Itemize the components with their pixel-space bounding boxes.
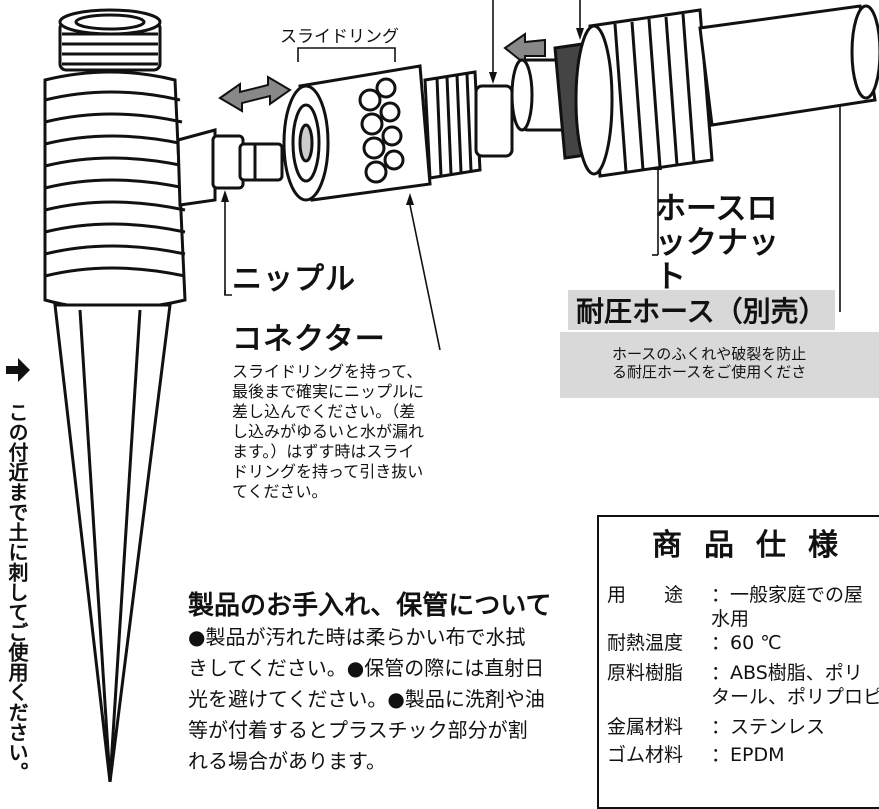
spec-key: 原料樹脂 bbox=[607, 662, 684, 684]
slide-arrow-icon bbox=[218, 75, 292, 113]
care-title: 製品のお手入れ、保管について bbox=[188, 591, 552, 621]
spike-stand bbox=[43, 8, 284, 782]
product-diagram: ! bbox=[6, 0, 879, 782]
warning-line-2: る耐圧ホースをご使用くださ bbox=[612, 363, 807, 381]
spec-row-heat: 耐熱温度：60 ℃ bbox=[607, 628, 782, 655]
slide-ring-label: スライドリング bbox=[280, 27, 399, 47]
spec-row-resin: 原料樹脂：ABS樹脂、ポリ bbox=[607, 658, 863, 685]
spec-key: 耐熱温度 bbox=[607, 632, 684, 654]
spec-cont: タール、ポリプロピ bbox=[711, 686, 879, 708]
nipple-label: ニップル bbox=[232, 262, 356, 297]
spec-row-rubber: ゴム材料：EPDM bbox=[607, 740, 785, 767]
hose-lock-nut-part bbox=[510, 4, 879, 178]
connector-part bbox=[282, 64, 514, 202]
spec-value: 一般家庭での屋 bbox=[730, 584, 864, 606]
spec-value: EPDM bbox=[730, 744, 785, 766]
spec-key: 金属材料 bbox=[607, 716, 684, 738]
spec-value: 60 ℃ bbox=[730, 632, 782, 654]
care-body: ●製品が汚れた時は柔らかい布で水拭 きしてください。●保管の際には直射日 光を避… bbox=[188, 625, 545, 773]
ground-depth-note: この付近まで土に刺してご使用ください。 bbox=[5, 402, 29, 782]
ground-level-arrow-icon bbox=[6, 358, 30, 382]
pressure-hose-label: 耐圧ホース（別売） bbox=[568, 290, 835, 330]
hose-lock-nut-label: ホースロックナット bbox=[655, 191, 779, 295]
spec-value: ABS樹脂、ポリ bbox=[730, 662, 863, 684]
spec-title: 商品仕様 bbox=[652, 528, 860, 563]
connector-label: コネクター bbox=[232, 322, 386, 357]
spec-row-usage: 用 途：一般家庭での屋 bbox=[607, 580, 863, 607]
spec-key: ゴム材料 bbox=[607, 744, 684, 766]
spec-key: 用 途 bbox=[607, 584, 684, 606]
pointer-lines bbox=[224, 0, 841, 351]
warning-line-1: ホースのふくれや破裂を防止 bbox=[612, 345, 807, 363]
connector-instructions: スライドリングを持って、 最後まで確実にニップルに 差し込んでください。（差 し… bbox=[232, 362, 425, 501]
warning-box bbox=[560, 332, 879, 398]
spec-row-metal: 金属材料：ステンレス bbox=[607, 712, 825, 739]
spec-cont: 水用 bbox=[711, 608, 750, 630]
warning-text: ホースのふくれや破裂を防止る耐圧ホースをご使用くださ bbox=[612, 345, 806, 381]
spec-value: ステンレス bbox=[730, 716, 826, 738]
